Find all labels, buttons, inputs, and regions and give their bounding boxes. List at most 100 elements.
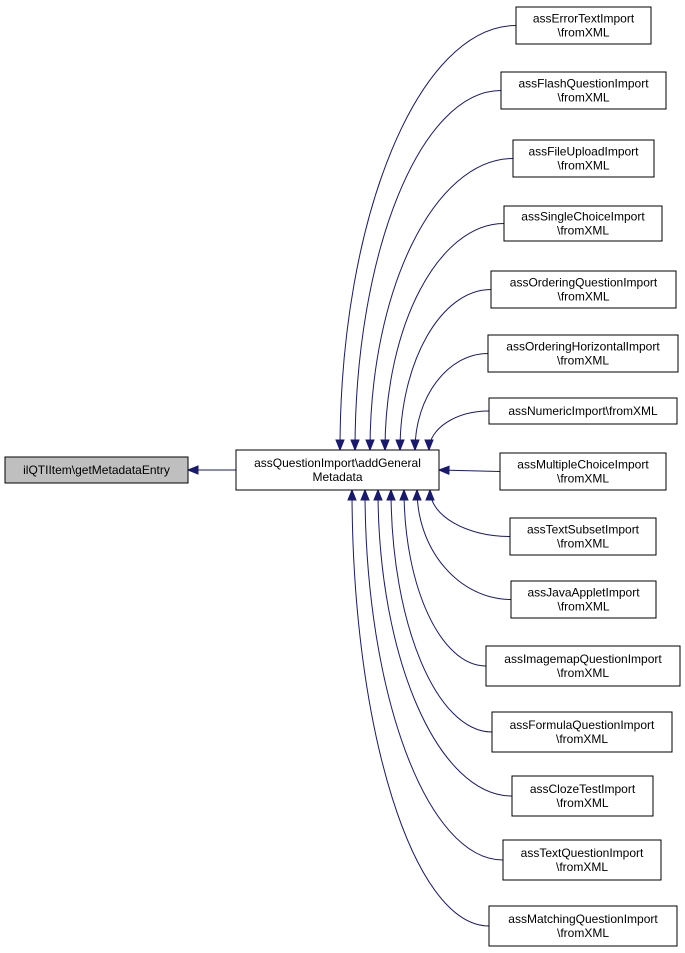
node-ordering-question-label: \fromXML xyxy=(557,290,609,304)
edge-text-question xyxy=(360,488,504,861)
node-cloze-test-label: \fromXML xyxy=(556,796,608,810)
edge-single-choice-arrowhead xyxy=(380,439,390,452)
node-formula-question-label: assFormulaQuestionImport xyxy=(510,718,655,732)
edge-single-choice-line xyxy=(384,223,505,451)
node-ordering-horizontal[interactable]: assOrderingHorizontalImport\fromXML xyxy=(487,334,679,373)
node-formula-question-label: \fromXML xyxy=(556,732,608,746)
edge-flash-question-arrowhead xyxy=(350,439,360,452)
node-root-getmetadataentry[interactable]: ilQTIItem\getMetadataEntry xyxy=(4,456,189,484)
node-file-upload-box xyxy=(512,139,655,178)
node-ordering-question-box xyxy=(490,270,677,309)
edge-text-subset-line xyxy=(429,489,511,537)
node-multiple-choice-label: assMultipleChoiceImport xyxy=(517,458,649,472)
edge-numeric xyxy=(424,410,490,452)
edge-matching-question-line xyxy=(351,489,490,927)
node-formula-question[interactable]: assFormulaQuestionImport\fromXML xyxy=(491,711,673,753)
node-text-question-label: assTextQuestionImport xyxy=(521,846,644,860)
nodes-layer: ilQTIItem\getMetadataEntry assQuestionImp… xyxy=(4,6,681,947)
node-ordering-horizontal-box xyxy=(487,334,679,373)
edge-file-upload-line xyxy=(369,158,514,451)
node-numeric-box xyxy=(488,397,678,425)
edge-imagemap-question xyxy=(399,488,487,667)
edge-text-subset-arrowhead xyxy=(425,488,435,501)
node-file-upload[interactable]: assFileUploadImport\fromXML xyxy=(512,139,655,178)
node-multiple-choice-box xyxy=(499,452,667,491)
edge-formula-question-line xyxy=(390,489,493,733)
edge-cloze-test-arrowhead xyxy=(373,488,383,501)
node-addgeneralmetadata-box xyxy=(235,449,440,491)
node-text-question[interactable]: assTextQuestionImport\fromXML xyxy=(502,839,662,881)
node-error-text-label: \fromXML xyxy=(557,26,609,40)
node-ordering-horizontal-label: assOrderingHorizontalImport xyxy=(506,340,660,354)
edge-flash-question xyxy=(350,90,502,452)
node-matching-question[interactable]: assMatchingQuestionImport\fromXML xyxy=(488,905,678,947)
node-error-text[interactable]: assErrorTextImport\fromXML xyxy=(515,6,652,45)
node-text-subset-box xyxy=(509,517,657,556)
node-flash-question-label: \fromXML xyxy=(557,91,609,105)
edge-error-text-arrowhead xyxy=(335,439,345,452)
edge-error-text-line xyxy=(339,25,517,451)
node-multiple-choice[interactable]: assMultipleChoiceImport\fromXML xyxy=(499,452,667,491)
edge-imagemap-question-arrowhead xyxy=(399,488,409,501)
node-root-getmetadataentry-label: ilQTIItem\getMetadataEntry xyxy=(23,463,170,477)
edge-middle-to-root xyxy=(186,465,236,475)
edge-ordering-horizontal-arrowhead xyxy=(410,439,420,452)
node-text-subset[interactable]: assTextSubsetImport\fromXML xyxy=(509,517,657,556)
edge-multiple-choice xyxy=(437,465,501,475)
node-single-choice-label: assSingleChoiceImport xyxy=(521,210,645,224)
node-imagemap-question-label: assImagemapQuestionImport xyxy=(504,652,662,666)
edge-formula-question xyxy=(386,488,493,733)
node-java-applet-label: \fromXML xyxy=(557,600,609,614)
node-flash-question-label: assFlashQuestionImport xyxy=(518,77,649,91)
edge-cloze-test-line xyxy=(377,489,513,797)
node-flash-question-box xyxy=(500,71,667,110)
node-imagemap-question-label: \fromXML xyxy=(557,666,609,680)
node-text-subset-label: assTextSubsetImport xyxy=(527,523,640,537)
node-single-choice-box xyxy=(503,205,663,242)
node-imagemap-question[interactable]: assImagemapQuestionImport\fromXML xyxy=(485,645,681,687)
edge-ordering-horizontal-line xyxy=(414,353,489,451)
node-ordering-question[interactable]: assOrderingQuestionImport\fromXML xyxy=(490,270,677,309)
node-cloze-test[interactable]: assClozeTestImport\fromXML xyxy=(511,775,654,817)
node-error-text-box xyxy=(515,6,652,45)
edge-formula-question-arrowhead xyxy=(386,488,396,501)
node-java-applet[interactable]: assJavaAppletImport\fromXML xyxy=(510,580,657,619)
edge-imagemap-question-line xyxy=(403,489,487,667)
edge-multiple-choice-arrowhead xyxy=(437,465,450,475)
node-matching-question-label: assMatchingQuestionImport xyxy=(508,912,658,926)
node-imagemap-question-box xyxy=(485,645,681,687)
node-cloze-test-label: assClozeTestImport xyxy=(530,782,636,796)
edge-ordering-horizontal xyxy=(410,353,489,452)
node-numeric[interactable]: assNumericImport\fromXML xyxy=(488,397,678,425)
node-java-applet-box xyxy=(510,580,657,619)
edge-numeric-line xyxy=(428,410,490,451)
node-matching-question-box xyxy=(488,905,678,947)
node-numeric-label: assNumericImport\fromXML xyxy=(508,404,658,418)
node-flash-question[interactable]: assFlashQuestionImport\fromXML xyxy=(500,71,667,110)
edge-single-choice xyxy=(380,223,505,452)
node-single-choice-label: \fromXML xyxy=(557,224,609,238)
node-java-applet-label: assJavaAppletImport xyxy=(527,586,640,600)
edge-ordering-question xyxy=(395,289,492,452)
edge-text-question-arrowhead xyxy=(360,488,370,501)
node-text-question-box xyxy=(502,839,662,881)
edge-java-applet xyxy=(412,488,512,600)
edge-java-applet-arrowhead xyxy=(412,488,422,501)
node-text-subset-label: \fromXML xyxy=(557,537,609,551)
node-root-getmetadataentry-box xyxy=(4,456,189,484)
edge-file-upload xyxy=(365,158,514,452)
node-formula-question-box xyxy=(491,711,673,753)
edge-flash-question-line xyxy=(354,90,502,451)
edge-error-text xyxy=(335,25,517,452)
edge-text-subset xyxy=(425,488,511,537)
node-addgeneralmetadata-label: Metadata xyxy=(312,470,362,484)
node-ordering-horizontal-label: \fromXML xyxy=(557,354,609,368)
node-single-choice[interactable]: assSingleChoiceImport\fromXML xyxy=(503,205,663,242)
edges-layer xyxy=(186,25,517,927)
node-multiple-choice-label: \fromXML xyxy=(557,472,609,486)
edge-numeric-arrowhead xyxy=(424,439,434,452)
node-error-text-label: assErrorTextImport xyxy=(533,12,635,26)
edge-ordering-question-arrowhead xyxy=(395,439,405,452)
